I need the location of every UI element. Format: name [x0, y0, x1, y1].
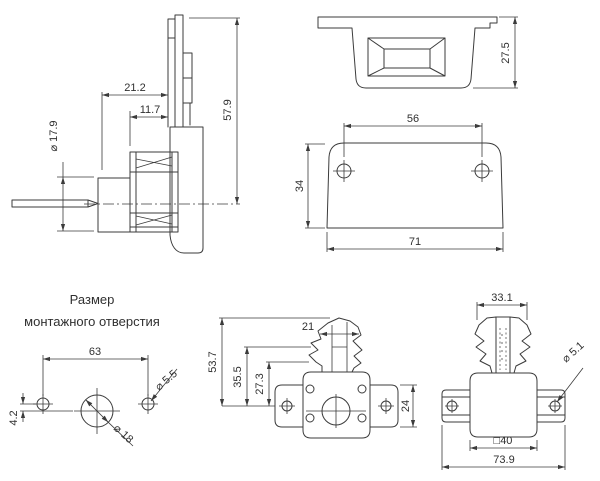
dim-label-21: 21 — [302, 321, 314, 333]
dim-label-73-9: 73.9 — [493, 454, 514, 466]
extension-lines — [20, 355, 149, 412]
wing-hole-crosshairs — [445, 399, 562, 413]
latch-back-plates — [167, 14, 184, 128]
main-hole-leader — [108, 422, 134, 447]
body-outline — [302, 371, 371, 439]
hook-claw-outline — [308, 317, 363, 373]
latch-ratchet-steps — [182, 52, 193, 126]
top-view-boss — [367, 37, 446, 77]
hook-inner-lines — [331, 322, 348, 372]
note-title-line2: монтажного отверстия — [24, 314, 160, 329]
hole-crosshairs — [33, 388, 158, 434]
wing-left — [441, 389, 471, 423]
rivet-hole-3 — [305, 413, 315, 423]
dim-label-63: 63 — [89, 346, 101, 358]
knob-flange — [97, 177, 131, 233]
view-mounting-hole: Размер монтажного отверстия 63 4.2 ⌀ 5.5… — [8, 292, 180, 447]
extension-lines — [441, 302, 566, 470]
dim-label-53-7: 53.7 — [207, 351, 219, 372]
knob-crosshair — [306, 394, 366, 428]
latch-body-outline — [169, 126, 204, 254]
hole-crosshairs — [333, 160, 493, 182]
top-view-outline — [317, 16, 498, 89]
main-hole-diameter-line — [85, 399, 109, 423]
note-title-line1: Размер — [70, 292, 115, 307]
dim-label-34: 34 — [294, 180, 306, 192]
dim-label-diam-5-5: ⌀ 5.5 — [153, 368, 180, 393]
dim-label-57-9: 57.9 — [222, 99, 234, 120]
view-back: 33.1 □40 73.9 ⌀ 5.1 — [441, 292, 587, 470]
dim-label-40: □40 — [494, 435, 513, 447]
dim-label-33-1: 33.1 — [491, 292, 512, 304]
body-outline — [469, 372, 538, 438]
dim-label-diam-17-9: ⌀ 17.9 — [48, 120, 60, 151]
dim-label-71: 71 — [409, 236, 421, 248]
extension-lines — [305, 123, 504, 252]
dim-label-24: 24 — [400, 400, 412, 412]
dim-label-21-2: 21.2 — [124, 82, 145, 94]
rivet-hole-4 — [357, 413, 367, 423]
dim-label-27-5: 27.5 — [500, 42, 512, 63]
dim-label-35-5: 35.5 — [232, 366, 244, 387]
claw-left-outline — [474, 316, 497, 374]
dim-label-27-3: 27.3 — [254, 373, 266, 394]
wing-hole-leader — [556, 367, 584, 403]
dim-label-diam-18: ⌀ 18 — [111, 422, 135, 446]
ear-hole-crosshairs — [279, 398, 394, 414]
claw-right-outline — [509, 316, 532, 374]
knob-cylinder — [129, 151, 179, 233]
knob-knurl-lines — [135, 156, 173, 226]
rivet-hole-1 — [305, 384, 315, 394]
plate-outline — [326, 142, 504, 229]
extension-lines — [57, 17, 240, 232]
dim-label-11-7: 11.7 — [140, 104, 161, 116]
screw-hole-leader — [150, 368, 178, 402]
claw-hidden-lines — [499, 328, 507, 370]
dim-label-56: 56 — [407, 113, 419, 125]
view-front: 53.7 35.5 27.3 21 24 — [207, 317, 417, 439]
dim-label-diam-5-1: ⌀ 5.1 — [560, 340, 587, 366]
rivet-hole-2 — [357, 384, 367, 394]
view-strike-plate: 56 34 71 — [294, 113, 504, 252]
dim-label-4-2: 4.2 — [8, 410, 20, 425]
spindle-rod — [11, 199, 99, 208]
view-side-section: 21.2 11.7 57.9 ⌀ 17.9 — [11, 14, 240, 254]
extension-lines — [219, 317, 417, 428]
view-top: 27.5 — [317, 16, 518, 89]
